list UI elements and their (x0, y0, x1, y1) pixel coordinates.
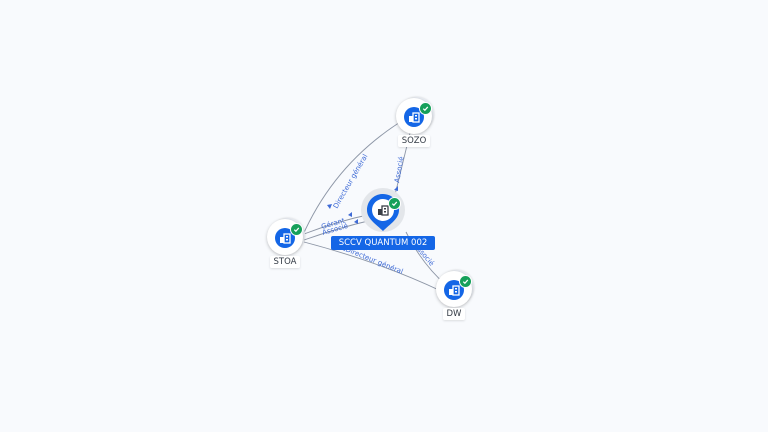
verified-check-icon (290, 223, 303, 236)
node-label: STOA (255, 256, 315, 268)
verified-check-icon (419, 102, 432, 115)
verified-check-icon (459, 275, 472, 288)
edge-label-stoa-dw: Directeur général (344, 245, 404, 275)
edge-label-sozo-center: Associé (393, 156, 405, 183)
edge-arrow (354, 219, 358, 224)
company-building-icon (275, 228, 295, 248)
edge-stoa-sozo (301, 118, 406, 238)
edge-arrow (348, 212, 352, 217)
node-label: DW (424, 308, 484, 320)
edge-arrow (394, 186, 398, 191)
company-building-icon (404, 107, 424, 127)
verified-check-icon (388, 197, 401, 210)
edge-stoa-dw (303, 241, 442, 292)
center-node-label: SCCV QUANTUM 002 (331, 236, 435, 250)
edge-arrow (327, 204, 332, 209)
node-label: SOZO (384, 135, 444, 147)
company-building-icon (444, 280, 464, 300)
company-building-icon (378, 205, 389, 216)
